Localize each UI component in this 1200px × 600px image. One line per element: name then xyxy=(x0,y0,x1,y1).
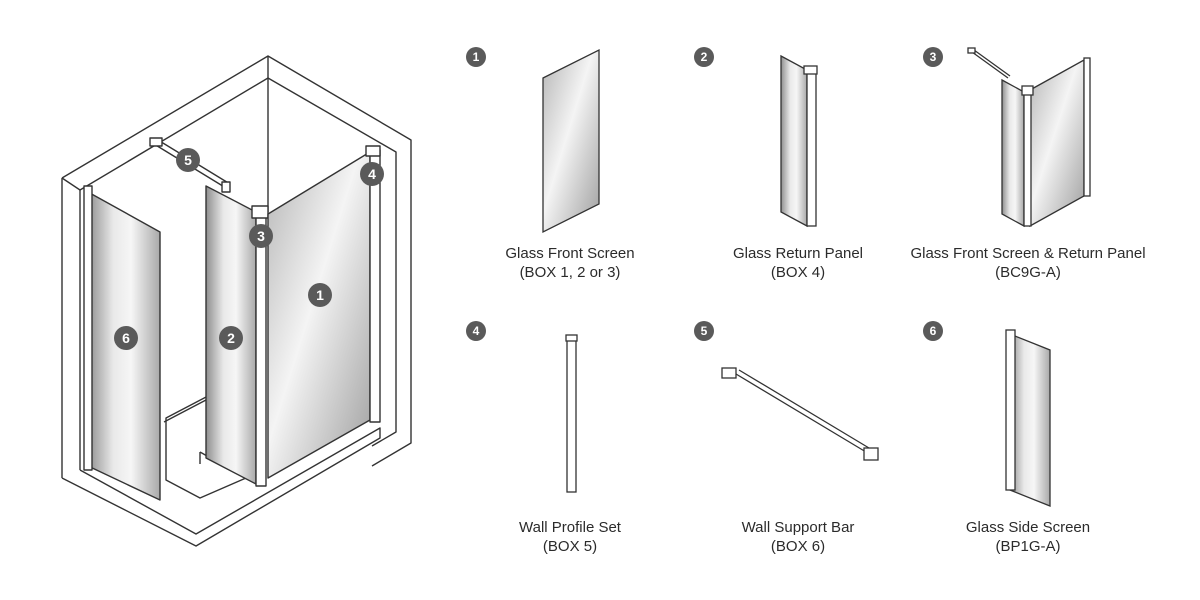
component-caption-6: Glass Side Screen (BP1G-A) xyxy=(898,518,1158,556)
badge-number: 2 xyxy=(227,330,235,346)
badge-number: 5 xyxy=(184,152,192,168)
badge-number: 4 xyxy=(473,324,480,338)
component-badge-3: 3 xyxy=(923,47,943,67)
assembly-callout-5: 5 xyxy=(176,148,200,172)
component-badge-5: 5 xyxy=(694,321,714,341)
component-code: (BC9G-A) xyxy=(995,264,1061,281)
component-name: Wall Profile Set xyxy=(519,519,621,536)
wall-support-bar-icon xyxy=(721,367,879,461)
assembly-callout-2: 2 xyxy=(219,326,243,350)
badge-number: 2 xyxy=(701,50,708,64)
shower-tray xyxy=(61,427,381,547)
wall-inner xyxy=(79,77,397,447)
component-name: Wall Support Bar xyxy=(741,519,855,536)
component-code: (BOX 6) xyxy=(770,538,826,555)
component-code: (BOX 4) xyxy=(770,264,826,281)
badge-number: 1 xyxy=(316,287,324,303)
component-badges: 1 2 3 4 5 6 xyxy=(466,47,943,341)
badge-number: 1 xyxy=(473,50,480,64)
shower-assembly-illustration xyxy=(61,55,412,547)
component-caption-5: Wall Support Bar (BOX 6) xyxy=(668,518,928,556)
assembly-callout-6: 6 xyxy=(114,326,138,350)
assembly-callout-4: 4 xyxy=(360,162,384,186)
component-name: Glass Return Panel xyxy=(732,245,864,262)
badge-number: 3 xyxy=(930,50,937,64)
component-name: Glass Front Screen xyxy=(505,245,635,262)
badge-number: 6 xyxy=(122,330,130,346)
component-caption-2: Glass Return Panel (BOX 4) xyxy=(668,244,928,282)
badge-number: 6 xyxy=(930,324,937,338)
component-name: Glass Side Screen xyxy=(965,519,1091,536)
component-caption-4: Wall Profile Set (BOX 5) xyxy=(440,518,700,556)
wall-profile-set-icon xyxy=(565,334,578,493)
component-name: Glass Front Screen & Return Panel xyxy=(910,245,1146,262)
assembly-callouts: 1 2 3 4 5 6 xyxy=(114,148,384,350)
glass-return-panel-icon xyxy=(780,54,818,228)
component-caption-1: Glass Front Screen (BOX 1, 2 or 3) xyxy=(440,244,700,282)
glass-front-return-panel-icon xyxy=(967,47,1091,228)
component-code: (BOX 5) xyxy=(542,538,598,555)
component-badge-2: 2 xyxy=(694,47,714,67)
component-code: (BOX 1, 2 or 3) xyxy=(519,264,621,281)
badge-number: 4 xyxy=(368,166,376,182)
glass-front-screen-icon xyxy=(542,48,600,234)
component-caption-3: Glass Front Screen & Return Panel (BC9G-… xyxy=(898,244,1158,282)
assembly-callout-3: 3 xyxy=(249,224,273,248)
glass-side-screen-icon xyxy=(1005,329,1051,507)
component-code: (BP1G-A) xyxy=(995,538,1061,555)
badge-number: 3 xyxy=(257,228,265,244)
component-badge-4: 4 xyxy=(466,321,486,341)
assembly-callout-1: 1 xyxy=(308,283,332,307)
component-badge-6: 6 xyxy=(923,321,943,341)
component-badge-1: 1 xyxy=(466,47,486,67)
badge-number: 5 xyxy=(701,324,708,338)
